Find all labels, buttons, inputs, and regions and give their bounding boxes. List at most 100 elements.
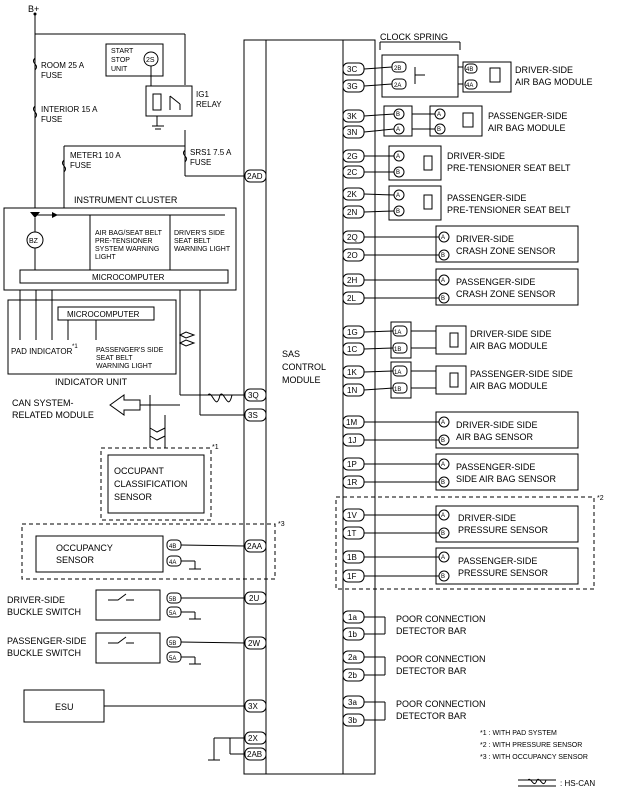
svg-text:OCCUPANCY: OCCUPANCY xyxy=(56,543,113,553)
buzzer: BZ xyxy=(29,238,39,245)
svg-text:START: START xyxy=(111,48,134,55)
pin-2O: 2O xyxy=(347,251,358,260)
svg-text:B: B xyxy=(437,127,441,133)
svg-text:PRE-TENSIONER SEAT BELT: PRE-TENSIONER SEAT BELT xyxy=(447,205,571,215)
svg-text:5B: 5B xyxy=(169,597,176,603)
svg-text:DRIVER'S SIDE: DRIVER'S SIDE xyxy=(174,230,225,237)
svg-text:CRASH ZONE SENSOR: CRASH ZONE SENSOR xyxy=(456,246,556,256)
svg-text:4B: 4B xyxy=(169,544,176,550)
interior-fuse-label: INTERIOR 15 A xyxy=(41,105,98,114)
svg-text:STOP: STOP xyxy=(111,57,130,64)
ig1-relay: IG1 RELAY xyxy=(145,85,222,130)
svg-text:PASSENGER-SIDE SIDE: PASSENGER-SIDE SIDE xyxy=(470,369,573,379)
instrument-cluster: INSTRUMENT CLUSTER BZ AIR BAG/SEAT BELT … xyxy=(3,175,245,291)
passenger-pretensioner: A B PASSENGER-SIDE PRE-TENSIONER SEAT BE… xyxy=(363,185,571,221)
pin-3a: 3a xyxy=(348,698,357,707)
pin-1P: 1P xyxy=(347,460,357,469)
svg-text:DETECTOR BAR: DETECTOR BAR xyxy=(396,666,467,676)
pin-2a: 2a xyxy=(348,653,357,662)
start-stop-unit: START STOP UNIT 2S xyxy=(105,43,164,100)
svg-text:2A: 2A xyxy=(394,83,401,89)
sas-label-2: CONTROL xyxy=(282,362,326,372)
svg-text:BUCKLE SWITCH: BUCKLE SWITCH xyxy=(7,607,81,617)
svg-text:1B: 1B xyxy=(394,347,401,353)
sas-label-1: SAS xyxy=(282,349,300,359)
svg-text:*1: *1 xyxy=(212,444,219,451)
legend: *1 : WITH PAD SYSTEM *2 : WITH PRESSURE … xyxy=(480,730,595,788)
svg-text:B: B xyxy=(441,574,445,580)
legend-note-2: *2 : WITH PRESSURE SENSOR xyxy=(480,742,582,749)
can-lines: CAN SYSTEM- RELATED MODULE xyxy=(12,290,245,448)
pin-3b: 3b xyxy=(348,716,357,725)
ground-2x-2ab xyxy=(208,737,245,761)
svg-text:SENSOR: SENSOR xyxy=(56,555,95,565)
svg-text:AIR BAG MODULE: AIR BAG MODULE xyxy=(470,341,548,351)
svg-text:PASSENGER-SIDE: PASSENGER-SIDE xyxy=(456,277,535,287)
esu: ESU xyxy=(23,689,245,723)
svg-text:B: B xyxy=(396,209,400,215)
pin-2H: 2H xyxy=(347,276,357,285)
right-modules: 4B 4A DRIVER-SIDE AIR BAG MODULE B A A B… xyxy=(335,61,604,590)
pin-2b: 2b xyxy=(348,671,357,680)
start-stop-pin: 2S xyxy=(146,57,155,64)
occupancy-sensor: *3 OCCUPANCY SENSOR 4B 4A xyxy=(21,521,285,580)
bplus-label: B+ xyxy=(28,4,39,14)
driver-pressure-sensor: A B DRIVER-SIDE PRESSURE SENSOR xyxy=(364,505,579,543)
svg-text:SEAT BELT: SEAT BELT xyxy=(96,355,133,362)
svg-text:5A: 5A xyxy=(169,611,176,617)
pin-2Q: 2Q xyxy=(347,233,358,242)
pin-1V: 1V xyxy=(347,511,357,520)
svg-text:DRIVER-SIDE: DRIVER-SIDE xyxy=(456,234,514,244)
svg-text:IG1: IG1 xyxy=(196,90,209,99)
svg-text:*1: *1 xyxy=(72,344,78,350)
pin-2G: 2G xyxy=(347,152,358,161)
passenger-pressure-sensor: A B PASSENGER-SIDE PRESSURE SENSOR xyxy=(364,547,579,585)
svg-text:AIR BAG/SEAT BELT: AIR BAG/SEAT BELT xyxy=(95,230,163,237)
pin-1N: 1N xyxy=(347,386,357,395)
driver-buckle-switch: DRIVER-SIDE BUCKLE SWITCH 5B 5A xyxy=(7,589,245,621)
svg-text:DRIVER-SIDE SIDE: DRIVER-SIDE SIDE xyxy=(456,420,538,430)
pin-2AD: 2AD xyxy=(247,172,263,181)
svg-text:A: A xyxy=(396,193,400,199)
svg-text:1B: 1B xyxy=(394,387,401,393)
svg-text:DRIVER-SIDE: DRIVER-SIDE xyxy=(7,595,65,605)
pin-1K: 1K xyxy=(347,368,357,377)
interior-fuse-word: FUSE xyxy=(41,115,62,124)
svg-text:PRESSURE SENSOR: PRESSURE SENSOR xyxy=(458,568,549,578)
pin-1R: 1R xyxy=(347,478,357,487)
svg-text:A: A xyxy=(441,235,445,241)
svg-text:*2: *2 xyxy=(597,495,604,502)
pin-1a: 1a xyxy=(348,613,357,622)
passenger-buckle-switch: PASSENGER-SIDE BUCKLE SWITCH 5B 5A xyxy=(7,632,246,665)
pin-1B: 1B xyxy=(347,553,357,562)
svg-text:POOR CONNECTION: POOR CONNECTION xyxy=(396,614,486,624)
svg-text:B: B xyxy=(396,112,400,118)
sas-label-3: MODULE xyxy=(282,375,321,385)
svg-text:4A: 4A xyxy=(169,560,176,566)
svg-text:DRIVER-SIDE: DRIVER-SIDE xyxy=(447,151,505,161)
pin-2K: 2K xyxy=(347,190,357,199)
svg-text:POOR CONNECTION: POOR CONNECTION xyxy=(396,699,486,709)
svg-text:PASSENGER-SIDE: PASSENGER-SIDE xyxy=(447,193,526,203)
svg-text:PAD INDICATOR: PAD INDICATOR xyxy=(11,347,73,356)
svg-text:POOR CONNECTION: POOR CONNECTION xyxy=(396,654,486,664)
svg-text:WARNING LIGHT: WARNING LIGHT xyxy=(96,363,153,370)
pin-2N: 2N xyxy=(347,208,357,217)
cluster-microcomputer: MICROCOMPUTER xyxy=(92,273,165,282)
svg-text:AIR BAG MODULE: AIR BAG MODULE xyxy=(488,123,566,133)
svg-text:LIGHT: LIGHT xyxy=(95,254,116,261)
svg-text:B: B xyxy=(441,531,445,537)
room-fuse-label: ROOM 25 A xyxy=(41,61,85,70)
pin-2AA: 2AA xyxy=(247,542,263,551)
svg-text:PASSENGER-SIDE: PASSENGER-SIDE xyxy=(458,556,537,566)
svg-text:1A: 1A xyxy=(394,330,401,336)
legend-note-1: *1 : WITH PAD SYSTEM xyxy=(480,730,557,737)
svg-text:4B: 4B xyxy=(466,67,473,73)
svg-text:PASSENGER-SIDE: PASSENGER-SIDE xyxy=(7,636,86,646)
instrument-cluster-title: INSTRUMENT CLUSTER xyxy=(74,195,178,205)
svg-text:UNIT: UNIT xyxy=(111,66,128,73)
pin-1T: 1T xyxy=(347,529,356,538)
svg-text:PRESSURE SENSOR: PRESSURE SENSOR xyxy=(458,525,549,535)
pin-1M: 1M xyxy=(346,418,357,427)
driver-pretensioner: A B DRIVER-SIDE PRE-TENSIONER SEAT BELT xyxy=(364,145,571,181)
